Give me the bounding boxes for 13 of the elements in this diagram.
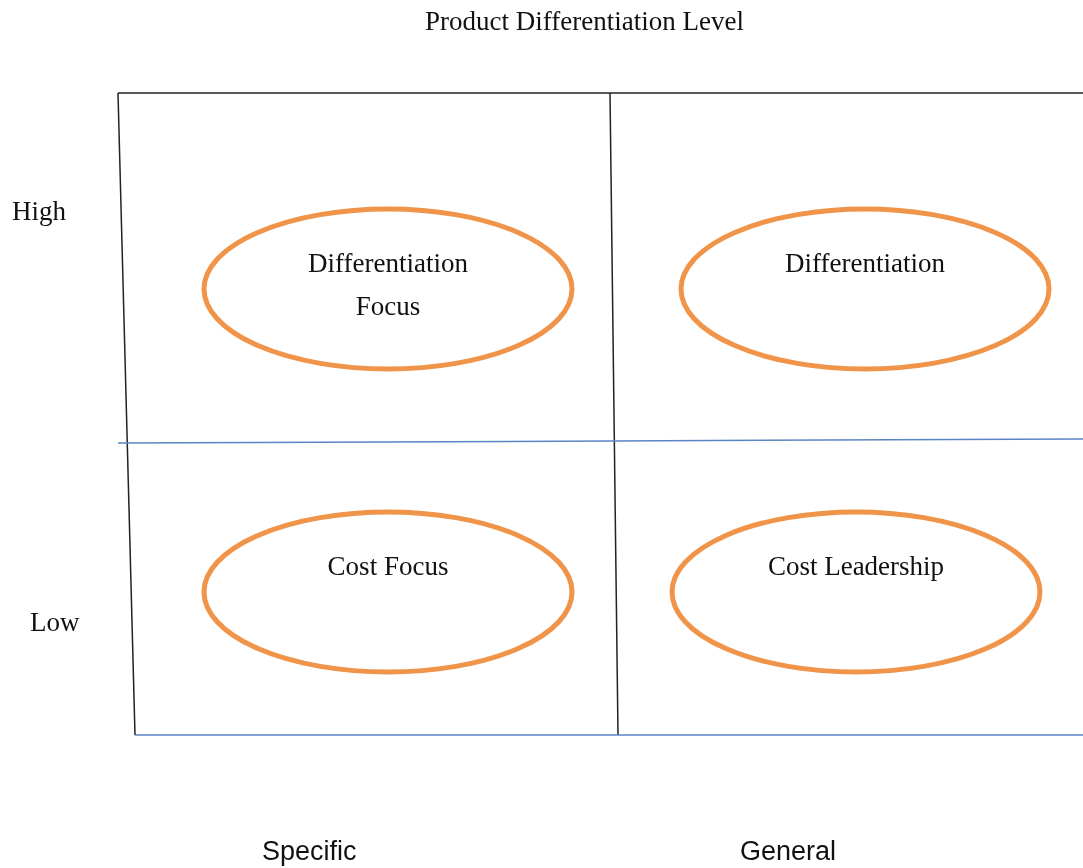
axis-label: Specific (262, 836, 357, 867)
strategy-ellipse (669, 509, 1043, 675)
strategy-label: Differentiation Focus (307, 247, 469, 323)
axis-label: General (740, 836, 837, 867)
strategy-label: Cost Focus (326, 550, 450, 583)
axis-label: Low (30, 607, 80, 638)
strategy-ellipse (678, 206, 1052, 372)
chart-title: Product Differentiation Level (425, 6, 744, 37)
strategy-label: Differentiation (784, 247, 946, 280)
strategy-label: Cost Leadership (766, 550, 946, 583)
strategy-ellipse (201, 206, 575, 372)
strategy-ellipse (201, 509, 575, 675)
axis-label: High (12, 196, 66, 227)
